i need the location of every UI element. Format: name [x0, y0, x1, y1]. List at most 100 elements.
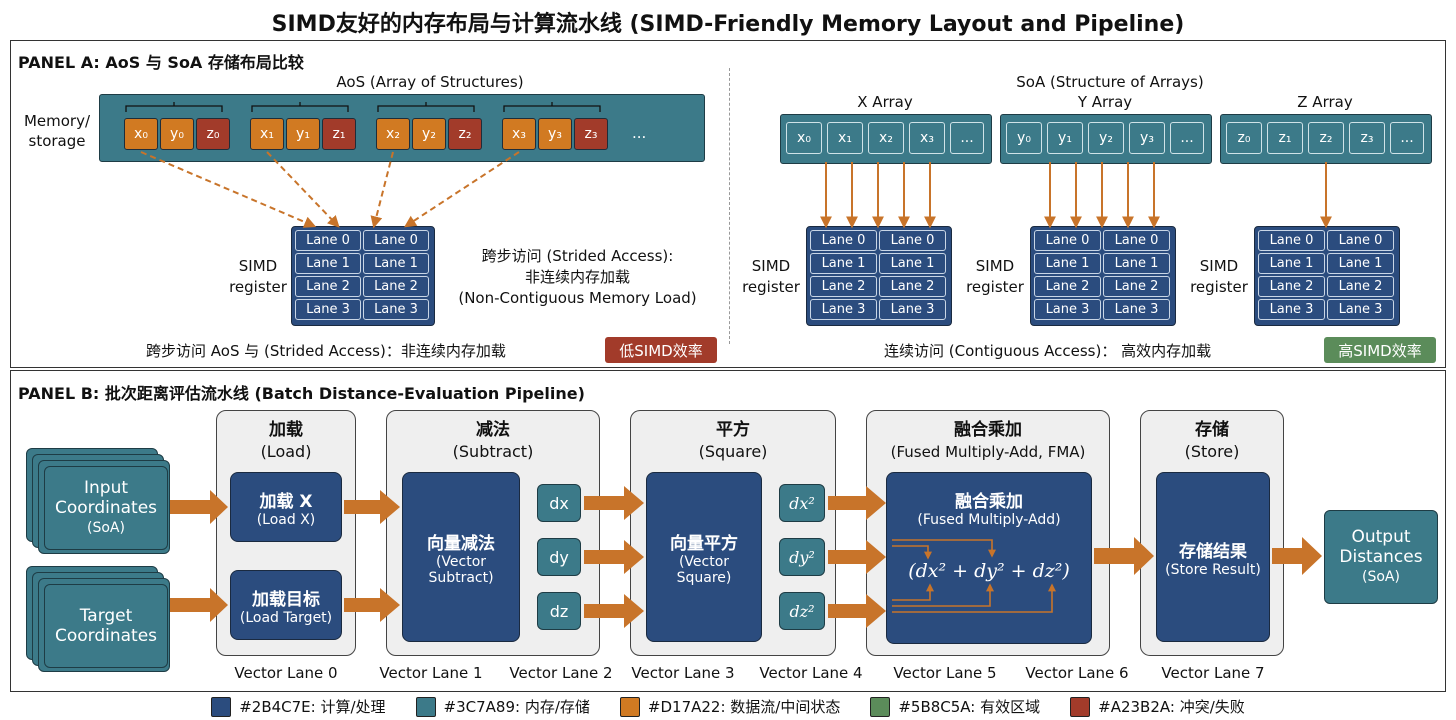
memory-label: Memory/ storage	[14, 111, 100, 151]
vector-subtract-box: 向量减法 (Vector Subtract)	[402, 472, 520, 642]
soa-x-lane-0b: Lane 0	[879, 230, 946, 251]
vector-square-sub1: (Vector	[678, 553, 730, 570]
aos-cell-y0: y₀	[160, 118, 194, 150]
soa-y-register-label-line1: SIMD	[975, 257, 1015, 275]
y-array-cell-3: y₃	[1129, 122, 1165, 154]
stage-load-title-cn: 加载	[269, 420, 303, 440]
input-coordinates-line1: Input	[83, 478, 129, 498]
load-target-subtitle: (Load Target)	[239, 609, 333, 626]
aos-cell-x0: x₀	[124, 118, 158, 150]
z-array-cell-0: z₀	[1226, 122, 1262, 154]
load-x-subtitle: (Load X)	[256, 511, 316, 528]
stage-fma-title-cn: 融合乘加	[954, 420, 1022, 440]
z-array-cell-3: z₃	[1349, 122, 1385, 154]
stage-subtract-title: 减法 (Subtract)	[386, 420, 600, 462]
store-result-box: 存储结果 (Store Result)	[1156, 472, 1270, 642]
dz-box: dz	[537, 592, 581, 630]
y-array-cell-0: y₀	[1006, 122, 1042, 154]
stage-load-title: 加载 (Load)	[216, 420, 356, 462]
aos-ellipsis: ...	[632, 124, 647, 142]
vector-subtract-sub2: Subtract)	[428, 569, 494, 586]
soa-y-lane-1b: Lane 1	[1103, 253, 1170, 274]
dx-box: dx	[537, 484, 581, 522]
dx-squared-box: dx²	[779, 484, 825, 522]
output-distances-line3: (SoA)	[1362, 569, 1400, 585]
aos-cell-x3: x₃	[502, 118, 536, 150]
soa-x-register-label: SIMD register	[738, 256, 804, 298]
legend-label-dataflow: #D17A22: 数据流/中间状态	[647, 698, 841, 716]
legend-swatch-valid	[870, 696, 891, 717]
y-array-cell-2: y₂	[1088, 122, 1124, 154]
stage-subtract-title-cn: 减法	[476, 420, 510, 440]
x-array-title: X Array	[857, 93, 913, 111]
soa-z-lane-1a: Lane 1	[1258, 253, 1325, 274]
aos-cell-y1: y₁	[286, 118, 320, 150]
aos-cell-z0: z₀	[196, 118, 230, 150]
stage-subtract-title-en: (Subtract)	[452, 442, 534, 461]
legend-swatch-conflict	[1070, 696, 1091, 717]
vector-lane-3-label: Vector Lane 3	[631, 664, 735, 682]
high-simd-efficiency-badge: 高SIMD效率	[1324, 337, 1436, 363]
soa-y-lane-3b: Lane 3	[1103, 299, 1170, 320]
legend-item-conflict: #A23B2A: 冲突/失败	[1070, 696, 1245, 717]
soa-z-lane-2b: Lane 2	[1327, 276, 1394, 297]
aos-note-line3: (Non-Contiguous Memory Load)	[458, 289, 697, 307]
vector-lane-1-label: Vector Lane 1	[379, 664, 483, 682]
aos-register-label-line1: SIMD	[238, 257, 278, 275]
aos-lane-1b: Lane 1	[363, 253, 429, 274]
aos-lane-0a: Lane 0	[295, 230, 361, 251]
stage-store-title: 存储 (Store)	[1140, 420, 1284, 462]
fma-box: 融合乘加 (Fused Multiply-Add)	[886, 472, 1092, 644]
legend-item-compute: #2B4C7E: 计算/处理	[211, 696, 386, 717]
target-coordinates-line1: Target	[79, 606, 133, 626]
soa-y-register-label: SIMD register	[962, 256, 1028, 298]
legend-swatch-compute	[211, 696, 232, 717]
vector-lane-6-label: Vector Lane 6	[1025, 664, 1129, 682]
soa-z-register-label-line1: SIMD	[1199, 257, 1239, 275]
soa-y-lane-3a: Lane 3	[1034, 299, 1101, 320]
dy-box: dy	[537, 538, 581, 576]
soa-x-register-label-line1: SIMD	[751, 257, 791, 275]
stage-store-title-cn: 存储	[1195, 420, 1229, 440]
panel-a-divider	[729, 68, 730, 344]
aos-lane-3b: Lane 3	[363, 299, 429, 320]
legend-item-memory: #3C7A89: 内存/存储	[415, 696, 590, 717]
aos-cell-z2: z₂	[448, 118, 482, 150]
legend-label-memory: #3C7A89: 内存/存储	[443, 698, 590, 716]
panel-a-title: PANEL A: AoS 与 SoA 存储布局比较	[18, 53, 304, 72]
soa-x-lane-2b: Lane 2	[879, 276, 946, 297]
stage-square-title-cn: 平方	[716, 420, 750, 440]
legend-item-dataflow: #D17A22: 数据流/中间状态	[619, 696, 841, 717]
aos-cell-z1: z₁	[322, 118, 356, 150]
soa-y-register-label-line2: register	[966, 278, 1024, 296]
soa-z-lane-3a: Lane 3	[1258, 299, 1325, 320]
vector-lane-2-label: Vector Lane 2	[509, 664, 613, 682]
vector-lane-7-label: Vector Lane 7	[1161, 664, 1265, 682]
legend-swatch-dataflow	[619, 696, 640, 717]
aos-strided-note: 跨步访问 (Strided Access): 非连续内存加载 (Non-Cont…	[440, 246, 715, 309]
soa-z-lane-0b: Lane 0	[1327, 230, 1394, 251]
soa-x-register-label-line2: register	[742, 278, 800, 296]
input-coordinates-box: Input Coordinates (SoA)	[44, 466, 168, 550]
x-array-cell-more: ...	[950, 122, 984, 154]
legend-swatch-memory	[415, 696, 436, 717]
aos-register-label-line2: register	[229, 278, 287, 296]
soa-z-lane-3b: Lane 3	[1327, 299, 1394, 320]
legend-item-valid: #5B8C5A: 有效区域	[870, 696, 1040, 717]
legend-label-valid: #5B8C5A: 有效区域	[898, 698, 1041, 716]
z-array-title: Z Array	[1297, 93, 1353, 111]
vector-lane-0-label: Vector Lane 0	[234, 664, 338, 682]
soa-y-lane-0b: Lane 0	[1103, 230, 1170, 251]
store-result-subtitle: (Store Result)	[1165, 561, 1261, 578]
soa-z-register-label: SIMD register	[1186, 256, 1252, 298]
load-target-box: 加载目标 (Load Target)	[230, 570, 342, 640]
soa-y-lane-0a: Lane 0	[1034, 230, 1101, 251]
vector-subtract-sub1: (Vector	[435, 553, 487, 570]
legend: #2B4C7E: 计算/处理 #3C7A89: 内存/存储 #D17A22: 数…	[0, 696, 1456, 717]
page-title: SIMD友好的内存布局与计算流水线 (SIMD-Friendly Memory …	[271, 12, 1185, 37]
soa-x-lane-0a: Lane 0	[810, 230, 877, 251]
vector-lane-5-label: Vector Lane 5	[893, 664, 997, 682]
low-simd-efficiency-badge: 低SIMD效率	[605, 337, 717, 363]
aos-label: AoS (Array of Structures)	[336, 73, 524, 91]
soa-z-lane-2a: Lane 2	[1258, 276, 1325, 297]
